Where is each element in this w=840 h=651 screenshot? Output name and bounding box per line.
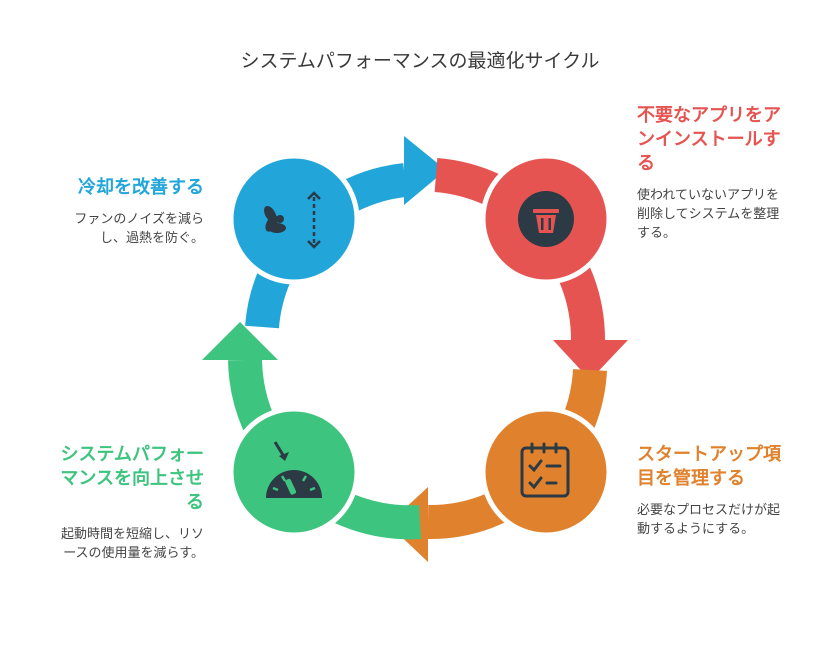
arrowhead-green: [202, 322, 278, 360]
step-performance-text: システムパフォー マンスを向上させ る 起動時間を短縮し、リソ ースの使用量を減…: [20, 443, 204, 563]
step-uninstall-text: 不要なアプリをア ンインストールす る 使われていないアプリを 削除してシステム…: [637, 104, 817, 243]
step-circle-cooling: [228, 153, 360, 285]
fan-icon: [264, 206, 286, 233]
step-startup-heading: スタートアップ項 目を管理する: [637, 444, 781, 489]
trash-icon: [518, 191, 574, 247]
step-uninstall-heading: 不要なアプリをア ンインストールす る: [637, 105, 781, 174]
step-circle-startup: [480, 406, 612, 538]
step-performance-desc: 起動時間を短縮し、リソ ースの使用量を減らす。: [60, 527, 204, 561]
step-startup-text: スタートアップ項 目を管理する 必要なプロセスだけが起 動するようにする。: [637, 443, 817, 539]
step-performance-heading: システムパフォー マンスを向上させ る: [60, 444, 204, 513]
arrowhead-red: [553, 340, 628, 380]
step-cooling-heading: 冷却を改善する: [78, 177, 204, 198]
step-uninstall-desc: 使われていないアプリを 削除してシステムを整理 する。: [637, 188, 780, 241]
step-cooling-text: 冷却を改善する ファンのノイズを減ら し、過熱を防ぐ。: [20, 176, 204, 248]
checklist-icon: [520, 442, 570, 498]
step-startup-desc: 必要なプロセスだけが起 動するようにする。: [637, 503, 781, 537]
arrowhead-blue: [404, 136, 446, 205]
step-cooling-desc: ファンのノイズを減ら し、過熱を防ぐ。: [74, 212, 204, 246]
step-circle-performance: [228, 406, 360, 538]
temperature-arrows-icon: [307, 191, 321, 249]
step-circle-uninstall: [480, 153, 612, 285]
speedometer-icon: [266, 441, 322, 498]
diagram-title: システムパフォーマンスの最適化サイクル: [240, 50, 600, 72]
